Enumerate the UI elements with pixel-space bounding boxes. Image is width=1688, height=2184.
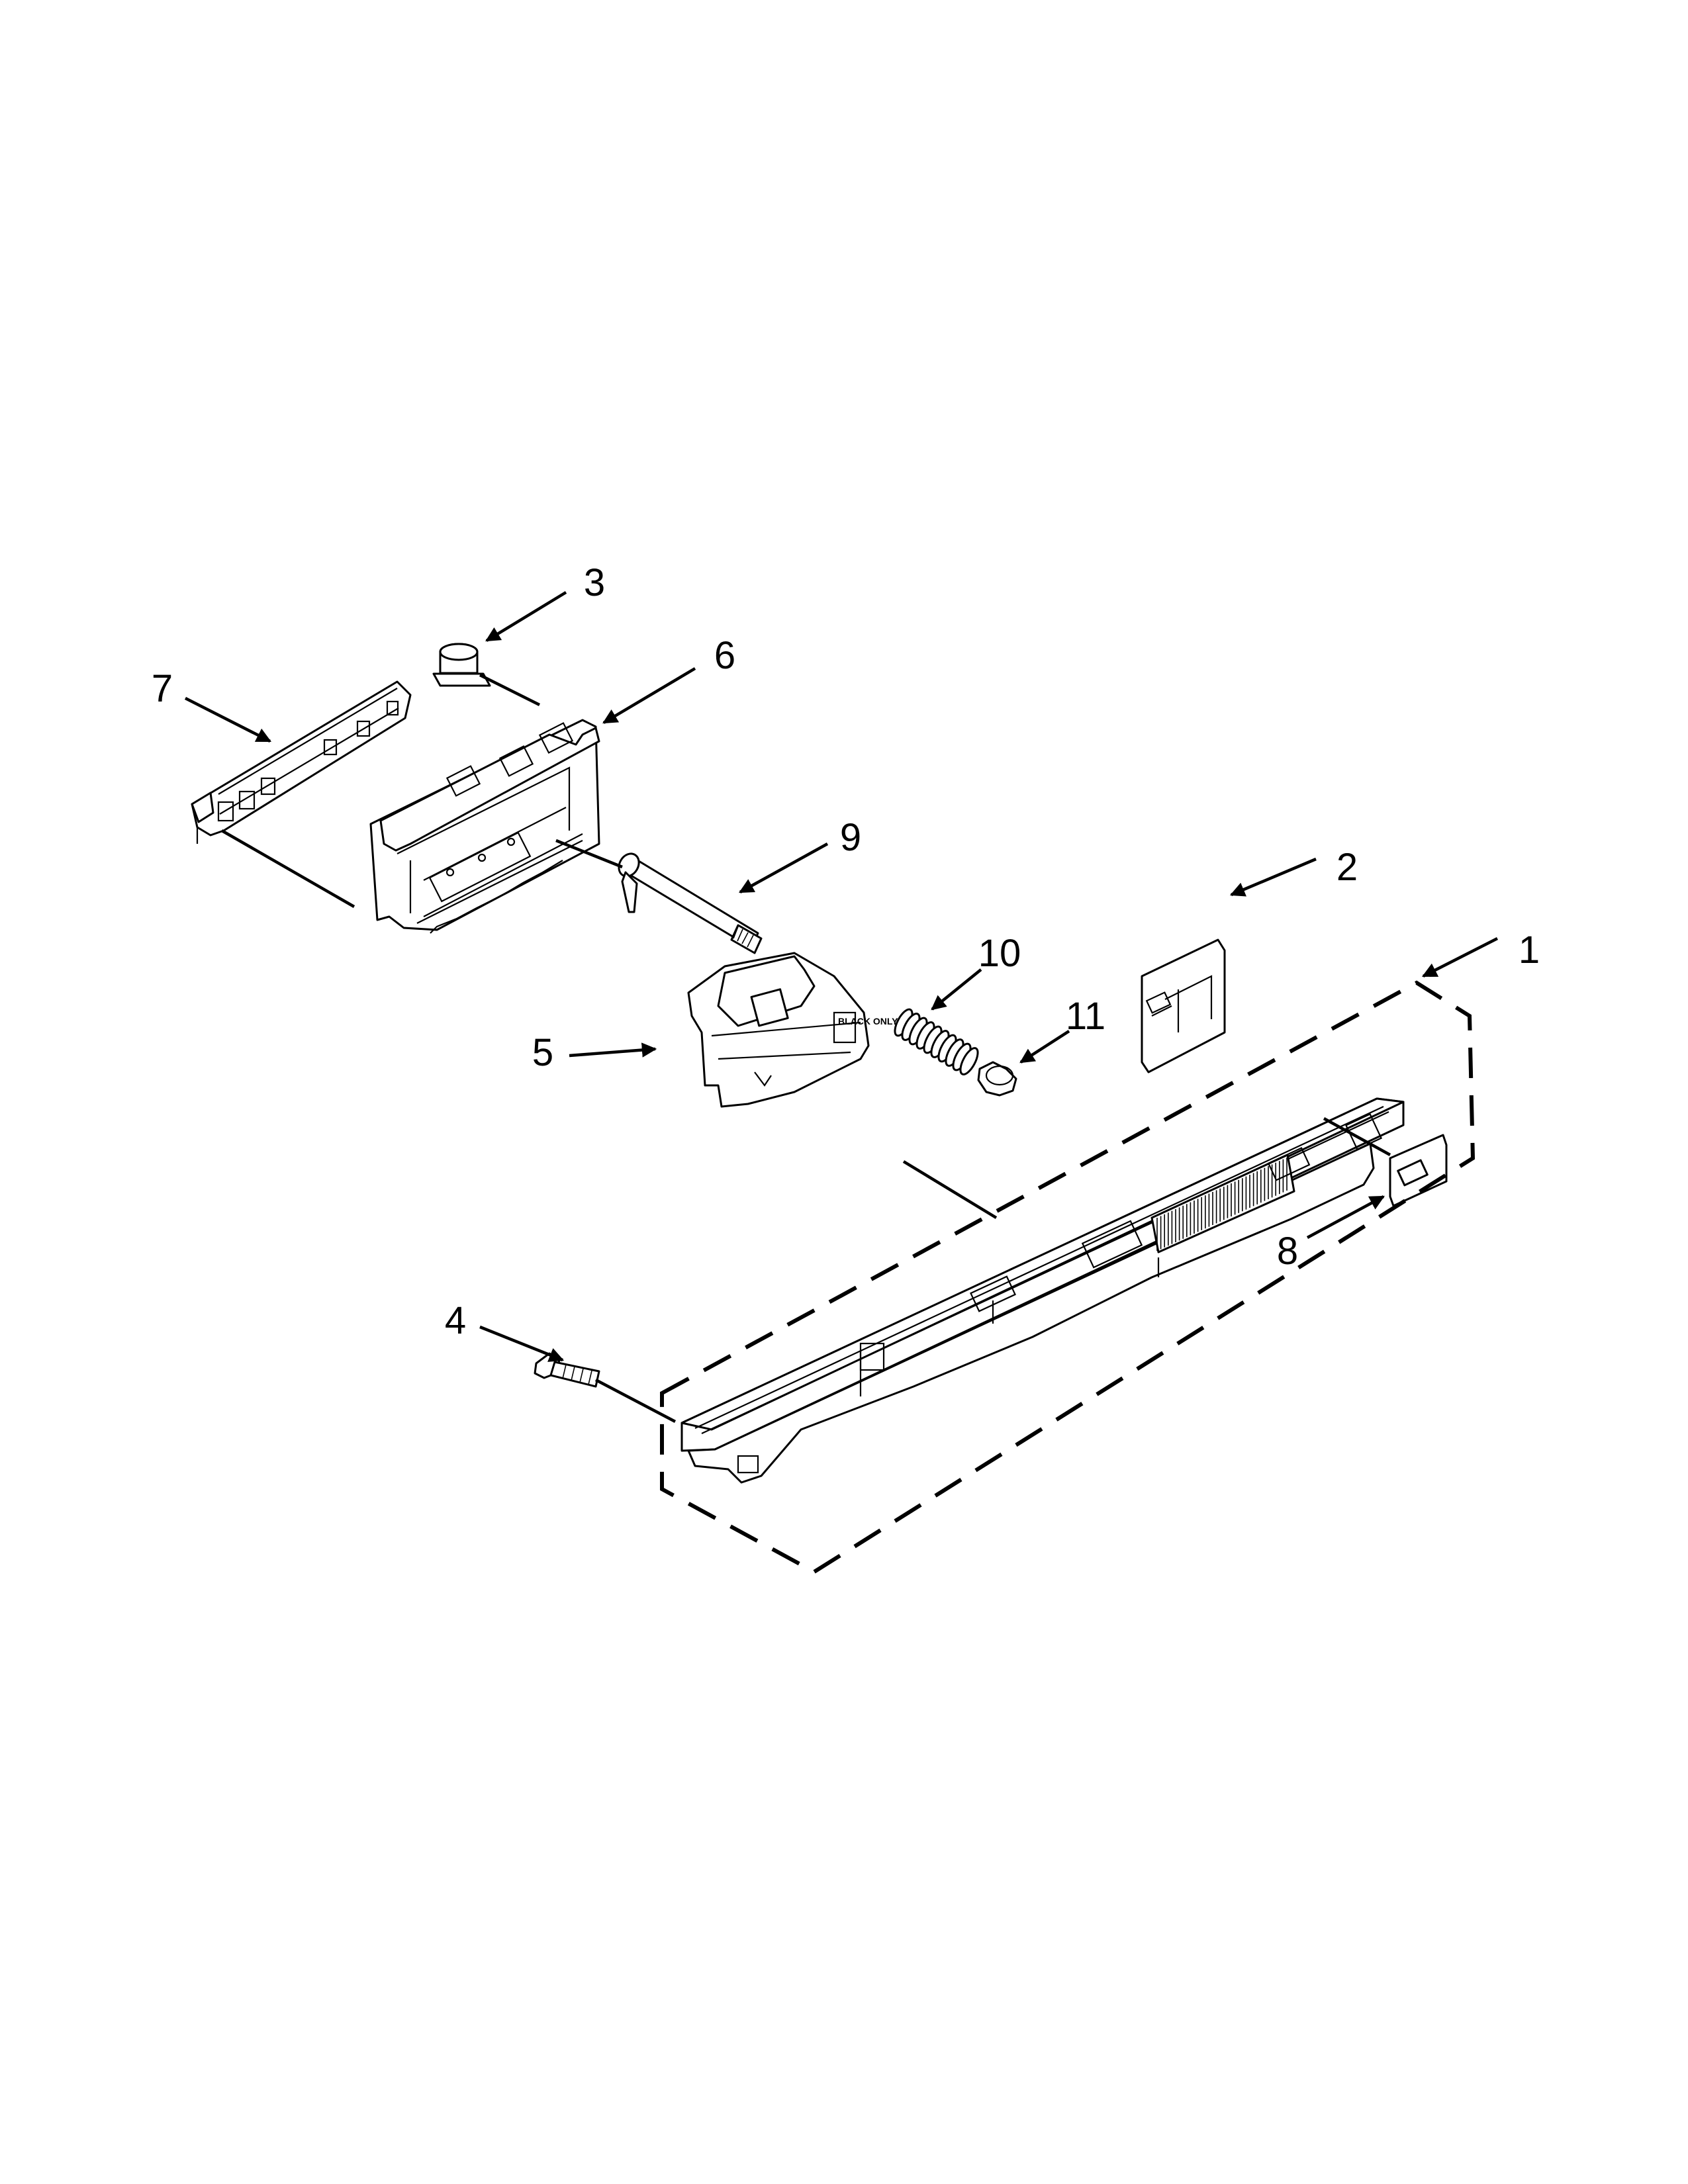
part-8-switch bbox=[1389, 1134, 1448, 1207]
part-2-callout-number: 2 bbox=[1336, 846, 1358, 889]
part-6-callout-number: 6 bbox=[714, 634, 735, 677]
part-10-arrow bbox=[931, 968, 982, 1011]
part-7-bracket bbox=[191, 680, 412, 844]
part-4-callout-number: 4 bbox=[445, 1299, 466, 1342]
part-1-arrow bbox=[1421, 936, 1499, 978]
part-8-arrow bbox=[1306, 1195, 1385, 1239]
part-5-label-text: BLACK ONLY bbox=[838, 1016, 898, 1026]
assembly-1-boundary bbox=[660, 980, 1476, 1574]
part-9-arrow bbox=[739, 842, 829, 893]
part-5-latch-housing: BLACK ONLY bbox=[687, 952, 898, 1108]
part-11-cap bbox=[977, 1061, 1017, 1097]
connector-lines bbox=[220, 673, 1391, 1423]
part-3-thermostat bbox=[432, 643, 491, 687]
part-2-clip-plate bbox=[1141, 938, 1226, 1073]
part-10-spring bbox=[894, 1008, 979, 1075]
part-5-arrow bbox=[569, 1042, 657, 1058]
part-1-callout-number: 1 bbox=[1519, 929, 1540, 972]
part-2-arrow bbox=[1229, 857, 1317, 897]
spring-coil bbox=[959, 1047, 979, 1075]
part-8-callout-number: 8 bbox=[1277, 1230, 1298, 1273]
part-11-callout-number: 11 bbox=[1066, 995, 1105, 1038]
part-4-screw bbox=[534, 1352, 600, 1388]
part-9-shaft bbox=[618, 852, 763, 954]
part-10-callout-number: 10 bbox=[978, 932, 1021, 975]
part-3-callout-number: 3 bbox=[584, 561, 605, 604]
part-11-arrow bbox=[1019, 1030, 1070, 1064]
part-9-callout-number: 9 bbox=[840, 816, 861, 859]
part-3-arrow bbox=[485, 591, 567, 642]
part-6-control-module bbox=[369, 719, 600, 934]
part-5-callout-number: 5 bbox=[532, 1031, 553, 1074]
part-4-arrow bbox=[479, 1325, 565, 1362]
part-7-callout-number: 7 bbox=[152, 667, 173, 710]
part-1-control-panel bbox=[680, 1097, 1405, 1484]
part-7-arrow bbox=[184, 696, 272, 743]
callout-layer: 1 2 3 4 5 6 7 8 9 10 11 bbox=[152, 561, 1540, 1362]
part-6-arrow bbox=[602, 667, 696, 724]
